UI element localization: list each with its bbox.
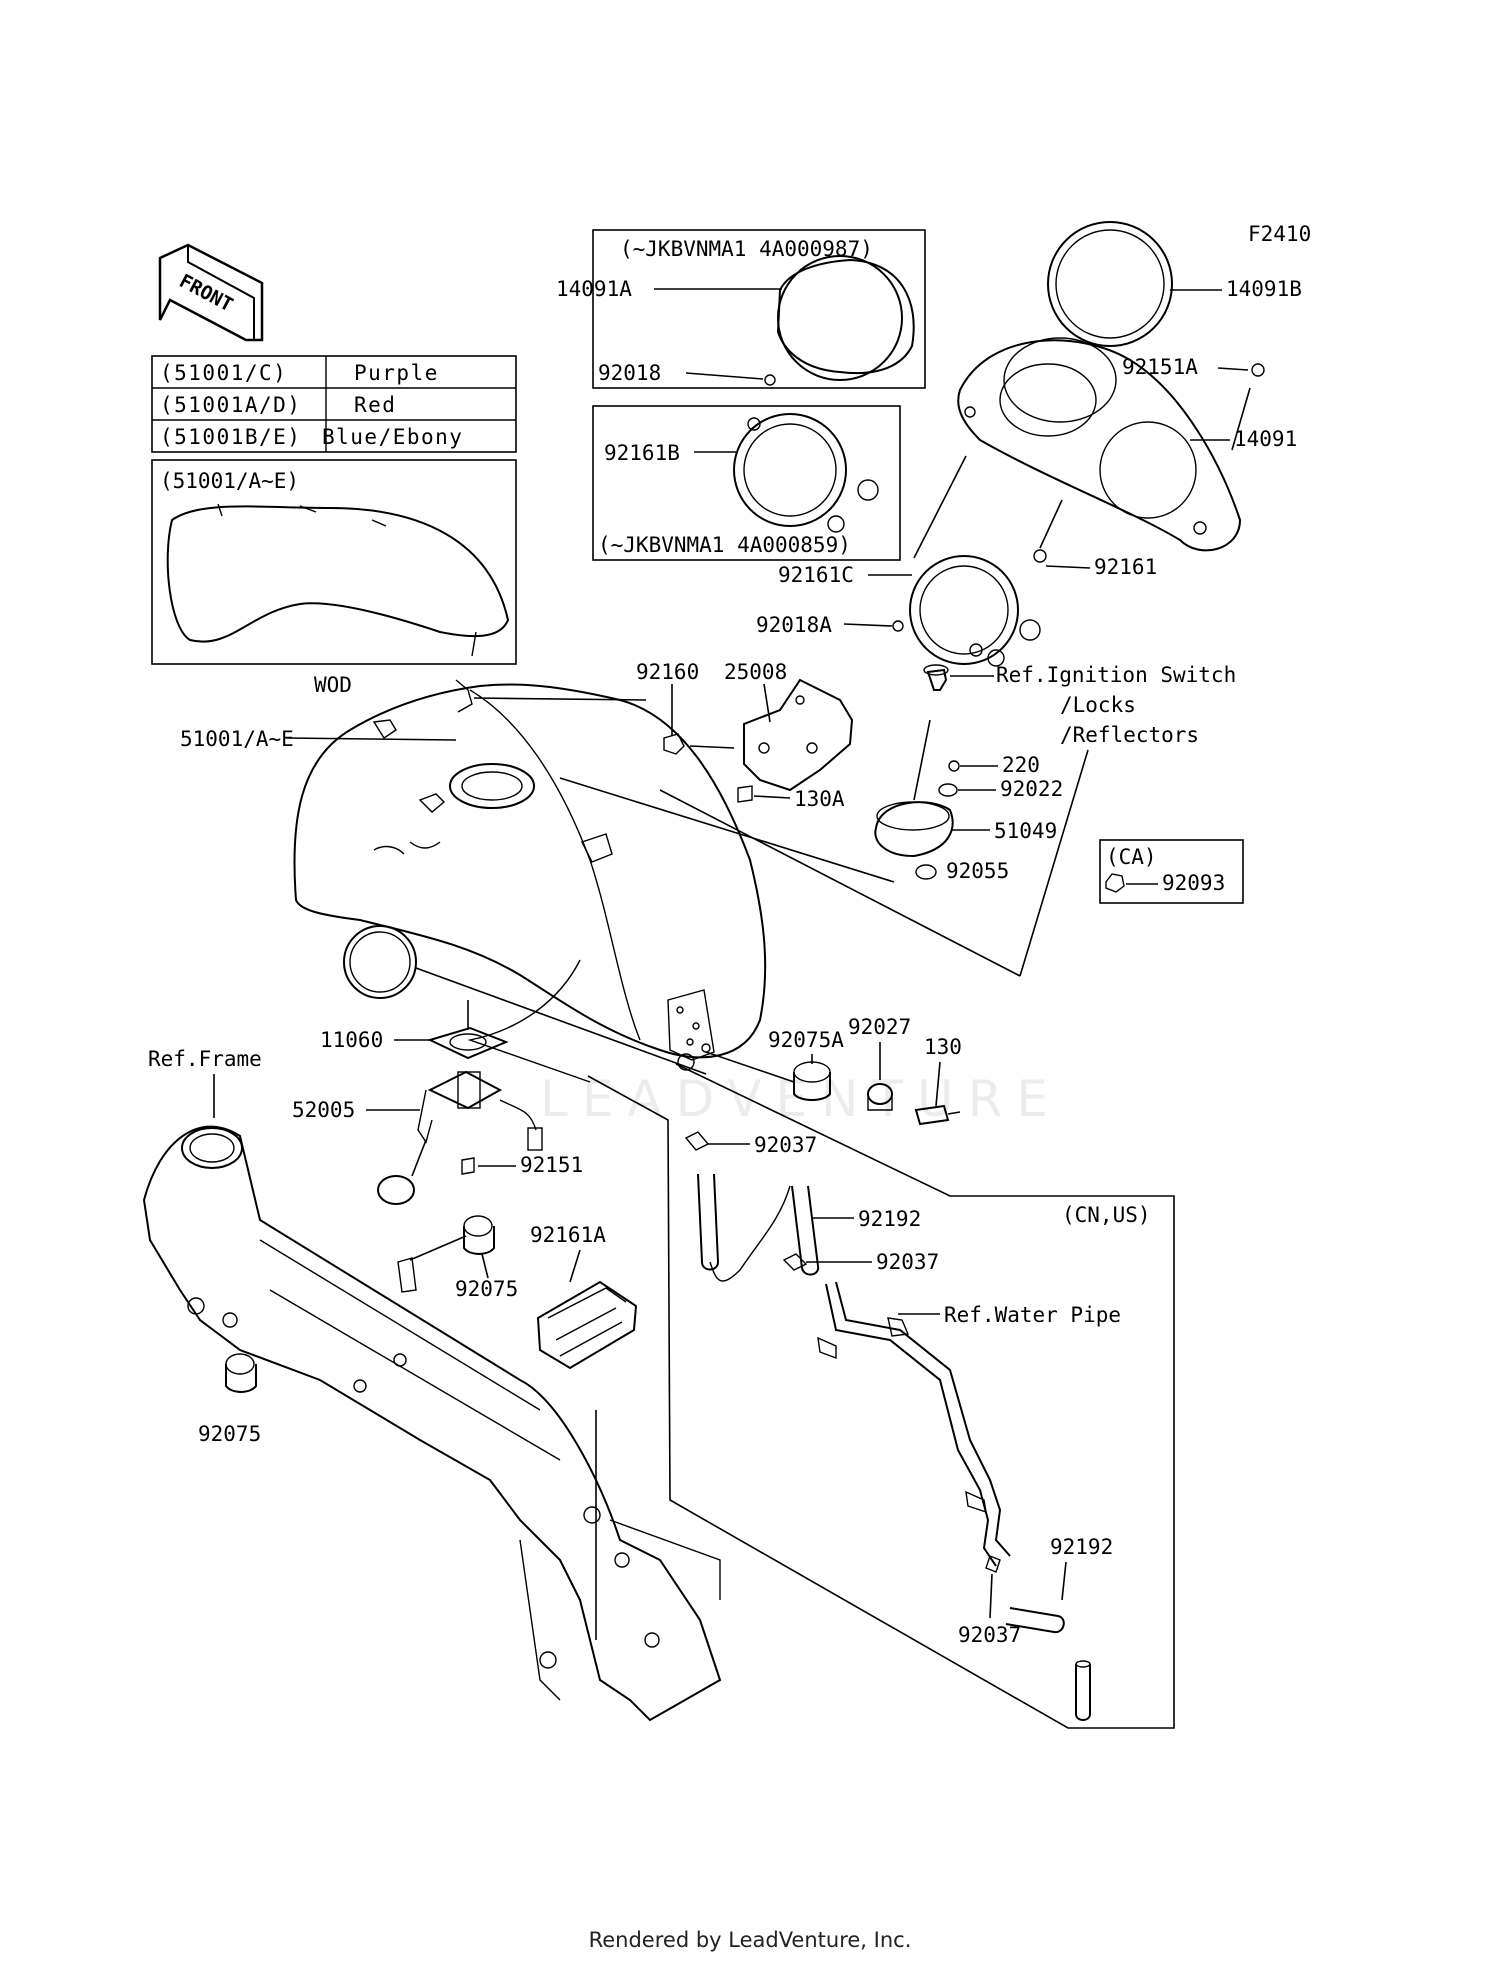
meter-ring-92161C: 92161C 92018A <box>756 455 1041 667</box>
frame: Ref.Frame <box>142 1047 722 1722</box>
ca-title: (CA) <box>1106 845 1157 869</box>
ref-ignition-switch[interactable]: Ref.Ignition Switch <box>996 663 1236 687</box>
cnus-title: (CN,US) <box>1062 1203 1151 1227</box>
part-130[interactable]: 130 <box>924 1035 962 1059</box>
ref-locks: /Locks <box>1060 693 1136 717</box>
color-name-3: Blue/Ebony <box>322 425 463 449</box>
part-51049[interactable]: 51049 <box>994 819 1057 843</box>
part-14091A[interactable]: 14091A <box>556 277 632 301</box>
fuel-pump: 11060 52005 92151 <box>292 967 707 1205</box>
part-92160[interactable]: 92160 <box>636 660 699 684</box>
color-name-1: Purple <box>354 361 439 385</box>
part-92037-middle[interactable]: 92037 <box>876 1250 939 1274</box>
footer-credit: Rendered by LeadVenture, Inc. <box>588 1928 912 1952</box>
color-name-2: Red <box>354 393 396 417</box>
part-92151A[interactable]: 92151A <box>1122 355 1198 379</box>
part-92151[interactable]: 92151 <box>520 1153 583 1177</box>
fuel-tank: 51001/A~E <box>180 679 767 1083</box>
ignition-switch-ref: Ref.Ignition Switch /Locks /Reflectors 2… <box>874 663 1236 977</box>
tank-inset: (51001/A~E) <box>151 459 517 665</box>
bracket-25008: 92160 25008 130A <box>473 660 1021 977</box>
ref-water-pipe[interactable]: Ref.Water Pipe <box>944 1303 1121 1327</box>
part-52005[interactable]: 52005 <box>292 1098 355 1122</box>
color-code-3: (51001B/E) <box>160 425 301 449</box>
part-92018[interactable]: 92018 <box>598 361 661 385</box>
box1-title: (~JKBVNMA1 4A000987) <box>620 237 873 261</box>
part-25008[interactable]: 25008 <box>724 660 787 684</box>
part-92037-upper[interactable]: 92037 <box>754 1133 817 1157</box>
part-14091B[interactable]: 14091B <box>1226 277 1302 301</box>
serial-box-2: (~JKBVNMA1 4A000859) 92161B <box>592 405 901 561</box>
cn-us-box: (CN,US) 92037 92192 92037 Ref.Water Pipe… <box>587 1063 1175 1729</box>
color-code-2: (51001A/D) <box>160 393 301 417</box>
part-92161A[interactable]: 92161A <box>530 1223 606 1247</box>
part-51001-A-E[interactable]: 51001/A~E <box>180 727 294 751</box>
box2-title: (~JKBVNMA1 4A000859) <box>598 533 851 557</box>
mount-hardware: 92075A 92027 130 <box>705 1015 962 1126</box>
part-92093[interactable]: 92093 <box>1162 871 1225 895</box>
part-130A[interactable]: 130A <box>794 787 845 811</box>
part-92161[interactable]: 92161 <box>1094 555 1157 579</box>
figure-code: F2410 <box>1248 222 1311 246</box>
part-11060[interactable]: 11060 <box>320 1028 383 1052</box>
part-92075-upper[interactable]: 92075 <box>455 1277 518 1301</box>
part-92018A[interactable]: 92018A <box>756 613 832 637</box>
part-92075-lower[interactable]: 92075 <box>198 1422 261 1446</box>
part-92037-lower[interactable]: 92037 <box>958 1623 1021 1647</box>
part-92161C[interactable]: 92161C <box>778 563 854 587</box>
part-220[interactable]: 220 <box>1002 753 1040 777</box>
color-code-1: (51001/C) <box>160 361 287 385</box>
part-92192-upper[interactable]: 92192 <box>858 1207 921 1231</box>
part-14091[interactable]: 14091 <box>1234 427 1297 451</box>
damper-group: 92075 92075 92161A <box>198 1215 638 1446</box>
ref-frame[interactable]: Ref.Frame <box>148 1047 262 1071</box>
ca-box: (CA) 92093 <box>1099 839 1244 904</box>
part-92027[interactable]: 92027 <box>848 1015 911 1039</box>
tank-inset-caption: WOD <box>314 673 352 697</box>
part-92192-lower[interactable]: 92192 <box>1050 1535 1113 1559</box>
part-92075A[interactable]: 92075A <box>768 1028 844 1052</box>
meter-cover: 14091B 92151A 14091 92161 <box>957 221 1302 579</box>
color-table: (51001/C) Purple (51001A/D) Red (51001B/… <box>151 355 517 453</box>
serial-box-1: (~JKBVNMA1 4A000987) 14091A 92018 <box>556 229 926 389</box>
watermark: LEADVENTURE <box>540 1070 1062 1128</box>
part-92161B[interactable]: 92161B <box>604 441 680 465</box>
part-92055[interactable]: 92055 <box>946 859 1009 883</box>
part-92022[interactable]: 92022 <box>1000 777 1063 801</box>
ref-reflectors: /Reflectors <box>1060 723 1199 747</box>
tank-inset-label: (51001/A~E) <box>160 469 299 493</box>
front-arrow-icon: FRONT <box>158 243 264 342</box>
